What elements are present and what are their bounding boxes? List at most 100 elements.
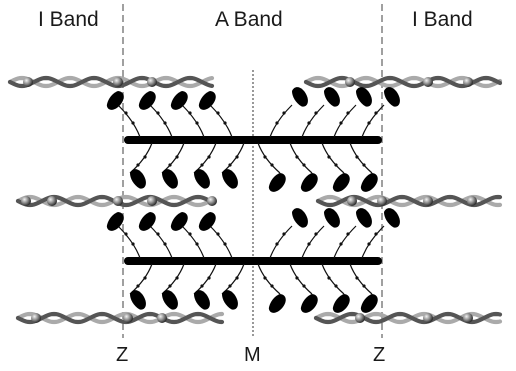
myosin-lever-dot	[270, 284, 273, 287]
thin-filament-top-left	[10, 77, 212, 87]
myosin-head	[381, 84, 404, 109]
myosin-lever-dot	[314, 111, 317, 114]
myosin-lever-dot	[346, 232, 349, 235]
myosin-head	[289, 205, 312, 230]
myosin-lever-arm	[270, 226, 292, 258]
myosin-lever-arm	[362, 105, 384, 137]
myosin-lever-arm	[290, 264, 312, 294]
actin-bead	[467, 196, 477, 206]
myosin-lever-dot	[156, 232, 159, 235]
myosin-head	[321, 84, 344, 109]
myosin-lever-dot	[136, 284, 139, 287]
actin-bead	[21, 196, 31, 206]
actin-bead	[355, 313, 365, 323]
z-line-label-left: Z	[116, 345, 128, 365]
actin-bead	[113, 77, 123, 87]
myosin-lever-dot	[362, 163, 365, 166]
myosin-lever-dot	[327, 276, 330, 279]
actin-bead	[377, 196, 387, 206]
myosin-head	[168, 210, 191, 235]
thin-filament-bottom-right	[316, 313, 500, 323]
myosin-lever-dot	[131, 242, 134, 245]
myosin-head	[321, 205, 344, 230]
actin-bead	[423, 77, 433, 87]
myosin-lever-dot	[314, 232, 317, 235]
myosin-lever-dot	[207, 155, 210, 158]
myosin-lever-arm	[350, 264, 372, 294]
myosin-head	[159, 287, 182, 312]
myosin-lever-dot	[195, 242, 198, 245]
myosin-lever-arm	[210, 226, 232, 258]
myosin-lever-dot	[339, 121, 342, 124]
myosin-lever-dot	[367, 121, 370, 124]
myosin-lever-arm	[162, 264, 184, 294]
myosin-lever-arm	[130, 143, 152, 173]
myosin-lever-dot	[131, 121, 134, 124]
myosin-head	[381, 205, 404, 230]
m-line-label: M	[244, 345, 261, 365]
myosin-head	[219, 166, 242, 191]
myosin-lever-dot	[168, 163, 171, 166]
myosin-head	[136, 210, 159, 235]
myosin-lever-dot	[124, 111, 127, 114]
myosin-lever-arm	[302, 105, 324, 137]
actin-bead	[147, 77, 157, 87]
thin-filament-middle-right	[318, 196, 500, 206]
myosin-lever-dot	[275, 242, 278, 245]
myosin-lever-dot	[302, 284, 305, 287]
myosin-lever-arm	[130, 264, 152, 294]
myosin-lever-dot	[263, 155, 266, 158]
myosin-lever-arm	[222, 143, 244, 173]
myosin-lever-dot	[307, 121, 310, 124]
thin-filament-middle-left	[18, 196, 217, 206]
actin-bead	[207, 196, 217, 206]
myosin-head	[168, 89, 191, 114]
myosin-lever-arm	[350, 143, 372, 173]
myosin-lever-dot	[175, 276, 178, 279]
myosin-lever-dot	[228, 163, 231, 166]
actin-bead	[347, 196, 357, 206]
myosin-head	[127, 287, 150, 312]
myosin-lever-arm	[194, 264, 216, 294]
myosin-lever-dot	[223, 242, 226, 245]
actin-bead	[157, 313, 167, 323]
myosin-lever-arm	[210, 105, 232, 137]
myosin-lever-dot	[195, 121, 198, 124]
myosin-lever-arm	[258, 264, 280, 294]
myosin-lever-dot	[136, 163, 139, 166]
myosin-lever-dot	[346, 111, 349, 114]
myosin-lever-arm	[162, 143, 184, 173]
myosin-head	[219, 287, 242, 312]
actin-bead	[423, 196, 433, 206]
myosin-lever-dot	[374, 232, 377, 235]
myosin-head	[353, 84, 376, 109]
myosin-lever-dot	[275, 121, 278, 124]
myosin-lever-arm	[362, 226, 384, 258]
myosin-lever-arm	[182, 226, 204, 258]
myosin-lever-arm	[182, 105, 204, 137]
myosin-lever-dot	[362, 284, 365, 287]
myosin-head	[196, 89, 219, 114]
myosin-lever-dot	[168, 284, 171, 287]
myosin-lever-arm	[150, 105, 172, 137]
myosin-lever-arm	[334, 105, 356, 137]
myosin-lever-arm	[118, 226, 140, 258]
myosin-lever-dot	[295, 276, 298, 279]
myosin-head	[266, 171, 289, 196]
myosin-lever-dot	[334, 163, 337, 166]
myosin-lever-arm	[322, 264, 344, 294]
myosin-lever-arm	[290, 143, 312, 173]
actin-bead	[147, 196, 157, 206]
myosin-lever-dot	[235, 155, 238, 158]
myosin-lever-dot	[374, 111, 377, 114]
myosin-head	[191, 166, 214, 191]
myosin-head	[196, 210, 219, 235]
myosin-lever-dot	[156, 111, 159, 114]
myosin-lever-dot	[200, 163, 203, 166]
z-line-label-right: Z	[373, 345, 385, 365]
myosin-lever-dot	[143, 276, 146, 279]
myosin-lever-dot	[188, 232, 191, 235]
actin-bead	[463, 77, 473, 87]
actin-bead	[345, 77, 355, 87]
